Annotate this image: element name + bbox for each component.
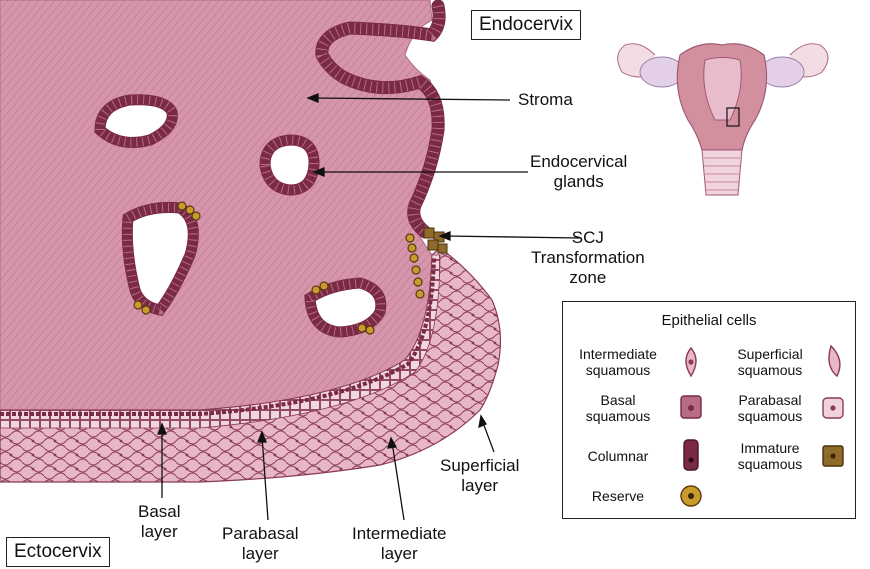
reserve-cells — [133, 201, 425, 335]
inset-box — [726, 107, 740, 127]
pointer-arrows — [157, 93, 581, 521]
columnar-cell-icon — [683, 439, 699, 471]
ectocervix-label: Ectocervix — [6, 537, 110, 567]
legend-label: Basal — [600, 392, 636, 408]
stroma-label: Stroma — [518, 90, 573, 109]
legend-item: Columnar — [563, 448, 673, 464]
label-line: Transformation — [531, 248, 645, 267]
superficial-squamous-cell-icon — [828, 344, 841, 378]
label-line: Endocervical — [530, 152, 628, 171]
label-line: zone — [569, 268, 607, 287]
basal-line — [0, 257, 436, 416]
superficial-layer-label: Superficial layer — [440, 456, 519, 496]
legend-item: Immature squamous — [715, 440, 825, 472]
label-line: layer — [380, 544, 418, 563]
parabasal-layer-label: Parabasal layer — [222, 524, 299, 564]
label-line: layer — [461, 476, 499, 495]
legend-label: Superficial — [737, 346, 803, 362]
legend-label: Immature — [740, 440, 800, 456]
legend-title: Epithelial cells — [661, 312, 757, 329]
legend-label: squamous — [737, 408, 803, 424]
legend-item: Parabasal squamous — [715, 392, 825, 424]
endocervical-glands-label: Endocervical glands — [530, 152, 627, 192]
label-line: Basal — [138, 502, 181, 521]
label-line: layer — [140, 522, 178, 541]
legend-label: squamous — [737, 362, 803, 378]
gland-cell-texture — [95, 95, 386, 337]
parabasal-squamous-cell-icon — [822, 397, 844, 419]
legend-item: Reserve — [563, 488, 673, 504]
basal-layer-label: Basal layer — [138, 502, 181, 542]
intermediate-squamous-cell-icon — [685, 346, 697, 378]
reserve-cell-icon — [680, 485, 702, 507]
scj-label: SCJ Transformation zone — [531, 228, 645, 288]
legend-label: squamous — [585, 362, 651, 378]
legend-label: squamous — [585, 408, 651, 424]
label-line: SCJ — [571, 228, 604, 247]
legend-label: Reserve — [591, 488, 645, 504]
parabasal-band — [0, 254, 441, 429]
legend-item: Basal squamous — [563, 392, 673, 424]
label-line: Superficial — [440, 456, 520, 475]
legend-item: Intermediate squamous — [563, 346, 673, 378]
uterus-illustration — [617, 43, 829, 196]
label-line: Parabasal — [222, 524, 299, 543]
legend-label: Parabasal — [738, 392, 802, 408]
legend-label: Columnar — [587, 448, 649, 464]
label-line: Intermediate — [352, 524, 447, 543]
epithelial-cells-legend: Epithelial cells Intermediate squamous S… — [562, 301, 856, 519]
stroma-tissue — [0, 0, 437, 411]
legend-item: Superficial squamous — [715, 346, 825, 378]
immature-squamous-cell-icon — [822, 445, 844, 467]
label-line: layer — [241, 544, 279, 563]
legend-label: squamous — [737, 456, 803, 472]
label-line: glands — [553, 172, 604, 191]
basal-squamous-cell-icon — [680, 395, 702, 419]
intermediate-layer-label: Intermediate layer — [352, 524, 447, 564]
endocervix-label: Endocervix — [471, 10, 581, 40]
legend-label: Intermediate — [579, 346, 657, 362]
